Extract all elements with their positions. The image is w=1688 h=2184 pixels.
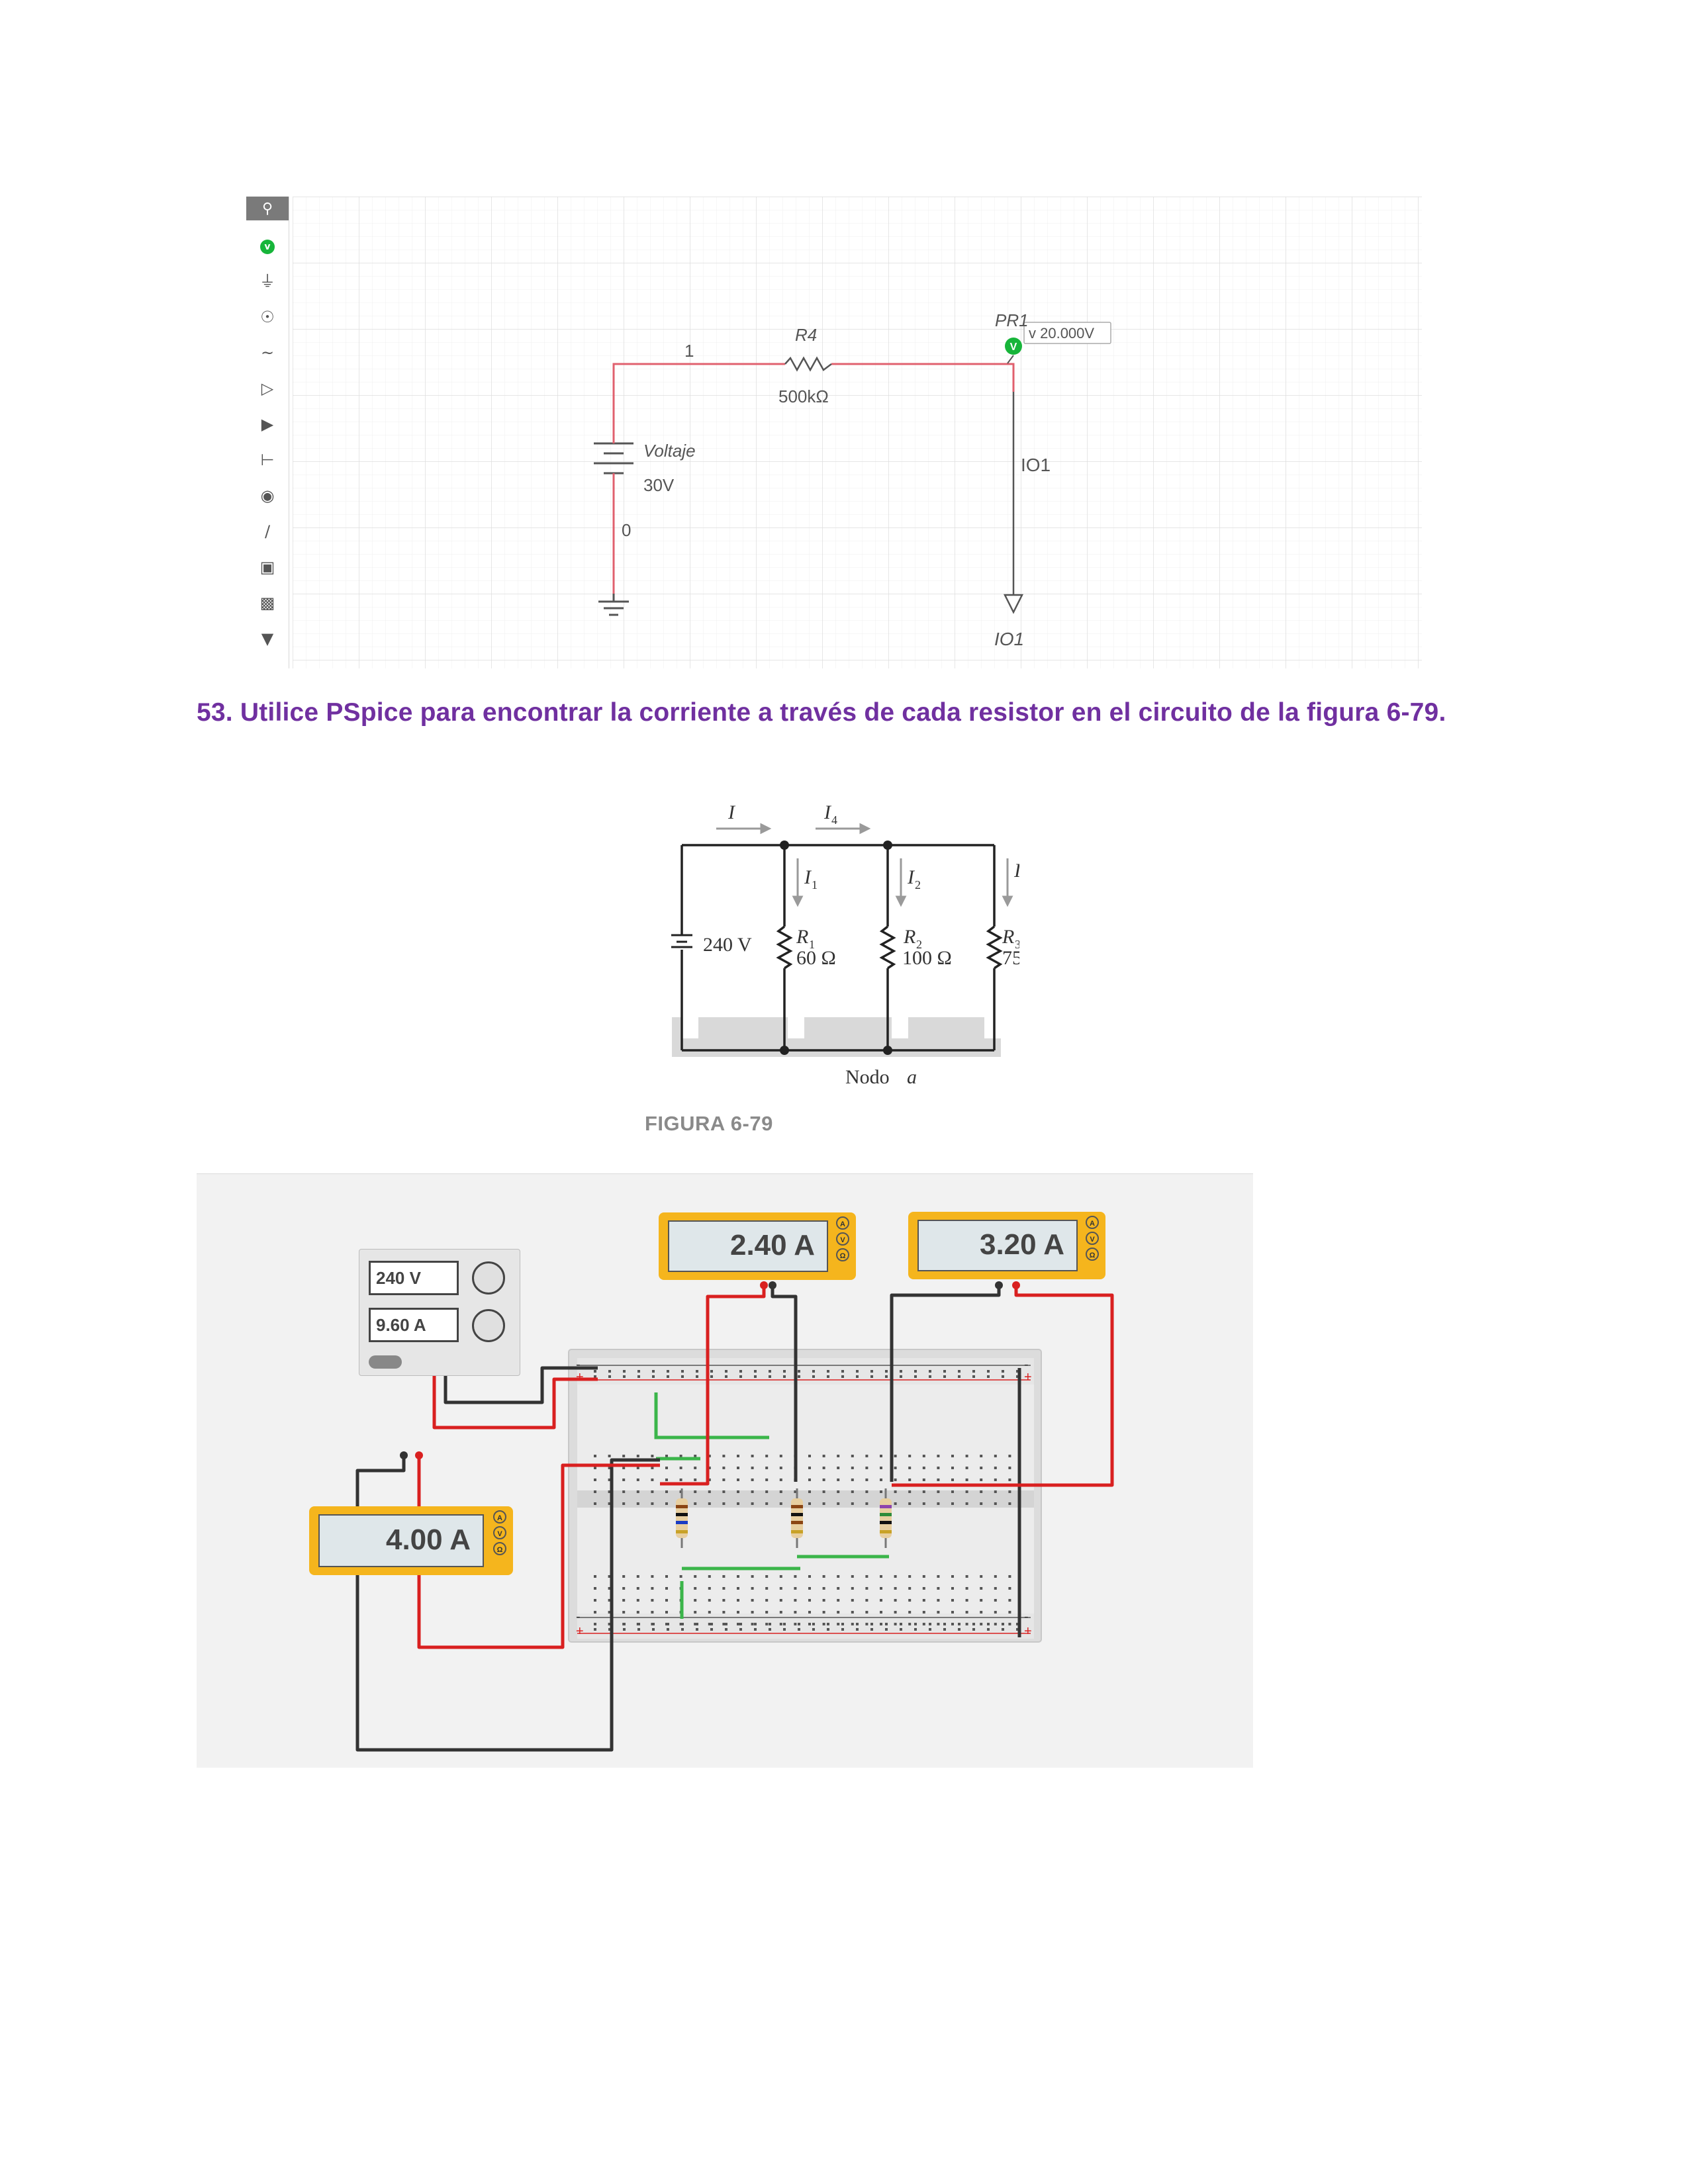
io1-side-label: IO1 (1021, 455, 1051, 475)
voltage-knob-icon[interactable] (472, 1261, 505, 1295)
fig-r1-value: 60 Ω (796, 947, 836, 969)
transistor-icon[interactable]: ⊢ (260, 451, 275, 469)
resistor-r4 (784, 356, 832, 372)
source-value: 30V (643, 475, 675, 495)
figure-caption: FIGURA 6-79 (645, 1112, 773, 1135)
opamp-icon[interactable]: ▷ (261, 379, 274, 398)
figure-6-79: I I 4 I 1 I 2 I 3 240 V R 1 60 Ω R 2 100… (662, 791, 1042, 1089)
knob-v[interactable]: V (1086, 1232, 1099, 1245)
label-I3: I (1013, 860, 1019, 882)
fig-r3-name: R (1002, 926, 1014, 948)
fig-r2-sub: 2 (916, 938, 922, 951)
power-switch[interactable] (369, 1355, 402, 1369)
label-I2-sub: 2 (915, 878, 921, 891)
svg-text:V: V (1010, 341, 1017, 353)
resistor-icon[interactable]: ~ (260, 343, 275, 362)
resistor-r2 (791, 1488, 803, 1548)
red-wires (417, 1285, 1114, 1649)
fig-r1-sub: 1 (809, 938, 815, 951)
rail-plus-top: + (576, 1370, 584, 1385)
io1-bottom-label: IO1 (994, 629, 1024, 649)
knob-a[interactable]: A (493, 1510, 506, 1524)
lamp-icon[interactable]: ◉ (260, 486, 275, 505)
rail-minus-top-right: - (1024, 1357, 1029, 1372)
label-I: I (727, 801, 736, 823)
psu-voltage-display: 240 V (369, 1261, 459, 1295)
black-wires (355, 1285, 1021, 1752)
knob-r[interactable]: Ω (1086, 1248, 1099, 1261)
breadboard (568, 1349, 1042, 1643)
search-icon[interactable]: ⚲ (246, 197, 289, 220)
fig-r2-name: R (903, 926, 915, 948)
node-0-label: 0 (622, 520, 631, 540)
psu-current-display: 9.60 A (369, 1308, 459, 1342)
knob-r[interactable]: Ω (493, 1542, 506, 1555)
voltage-probe-icon[interactable]: v (252, 231, 283, 257)
fig-node-letter: a (907, 1066, 917, 1088)
rail-minus-top: - (576, 1357, 581, 1372)
fig-battery (671, 934, 692, 948)
pspice-screenshot: ⚲ v ⏚ ☉ ~ ▷ ▶ ⊢ ◉ ∕ ▣ ▩ ▼ (246, 197, 1422, 668)
diode-icon[interactable]: ▶ (261, 415, 274, 433)
knob-r[interactable]: Ω (836, 1248, 849, 1261)
multimeter-total[interactable]: 4.00 A A V Ω (309, 1506, 513, 1575)
connector-icon[interactable]: ▼ (261, 629, 274, 648)
rail-plus-bottom: + (576, 1624, 584, 1639)
power-supply[interactable]: 240 V 9.60 A (359, 1249, 520, 1376)
rail-plus-bottom-right: + (1024, 1624, 1032, 1639)
source-name: Voltaje (643, 441, 696, 461)
knob-v[interactable]: V (493, 1526, 506, 1539)
label-I1-sub: 1 (812, 878, 818, 891)
current-source-icon[interactable]: ☉ (260, 308, 275, 326)
io1-arrow (1003, 392, 1024, 614)
fig-r3-sub: 3 (1015, 938, 1019, 951)
multimeter-total-display: 4.00 A (318, 1514, 484, 1567)
probe-reading-box (1023, 322, 1111, 344)
question-53: 53. Utilice PSpice para encontrar la cor… (197, 698, 1446, 727)
fig-source-value: 240 V (703, 934, 752, 956)
resistor-value: 500kΩ (778, 387, 829, 406)
multimeter-r3-display: 3.20 A (917, 1220, 1078, 1271)
label-I4-sub: 4 (831, 813, 837, 827)
ic-icon[interactable]: ▩ (259, 594, 275, 612)
node-1-label: 1 (684, 341, 694, 361)
label-I4: I (823, 801, 832, 823)
multimeter-r3[interactable]: 3.20 A A V Ω (908, 1212, 1105, 1279)
probe-reading: v 20.000V (1029, 325, 1094, 341)
ground-symbol (598, 594, 629, 616)
battery-voltaje (594, 428, 633, 483)
knob-v[interactable]: V (836, 1232, 849, 1246)
tinkercad-simulation[interactable]: 240 V 9.60 A 2.40 A A V Ω 3.20 A A V Ω 4… (197, 1173, 1253, 1768)
label-I1: I (804, 866, 812, 888)
label-I2: I (907, 866, 915, 888)
fig-r3-value: 75 Ω (1002, 947, 1019, 969)
fig-node-label: Nodo (845, 1066, 890, 1088)
current-knob-icon[interactable] (472, 1309, 505, 1342)
fig-r2-value: 100 Ω (902, 947, 952, 969)
relay-icon[interactable]: ▣ (259, 558, 275, 576)
component-toolbar: ⚲ v ⏚ ☉ ~ ▷ ▶ ⊢ ◉ ∕ ▣ ▩ ▼ (246, 197, 289, 668)
ground-icon[interactable]: ⏚ (259, 272, 275, 291)
probe-pr1-icon (1005, 338, 1022, 355)
resistor-r1 (676, 1488, 688, 1548)
rail-minus-bottom-right: - (1024, 1610, 1029, 1624)
resistor-r3 (880, 1488, 892, 1548)
schematic-canvas[interactable]: V v 20.000V PR1 R4 500kΩ 1 Voltaje 30V 0… (293, 197, 1422, 668)
multimeter-r1[interactable]: 2.40 A A V Ω (659, 1212, 856, 1280)
resistor-name: R4 (795, 325, 817, 345)
multimeter-r1-display: 2.40 A (668, 1220, 828, 1272)
fig-r1-name: R (796, 926, 808, 948)
green-jumpers (654, 1392, 889, 1619)
rail-minus-bottom: - (576, 1610, 581, 1624)
knob-a[interactable]: A (836, 1216, 849, 1230)
knob-a[interactable]: A (1086, 1216, 1099, 1229)
probe-name: PR1 (995, 310, 1029, 330)
rail-plus-top-right: + (1024, 1370, 1032, 1385)
switch-icon[interactable]: ∕ (264, 522, 271, 541)
